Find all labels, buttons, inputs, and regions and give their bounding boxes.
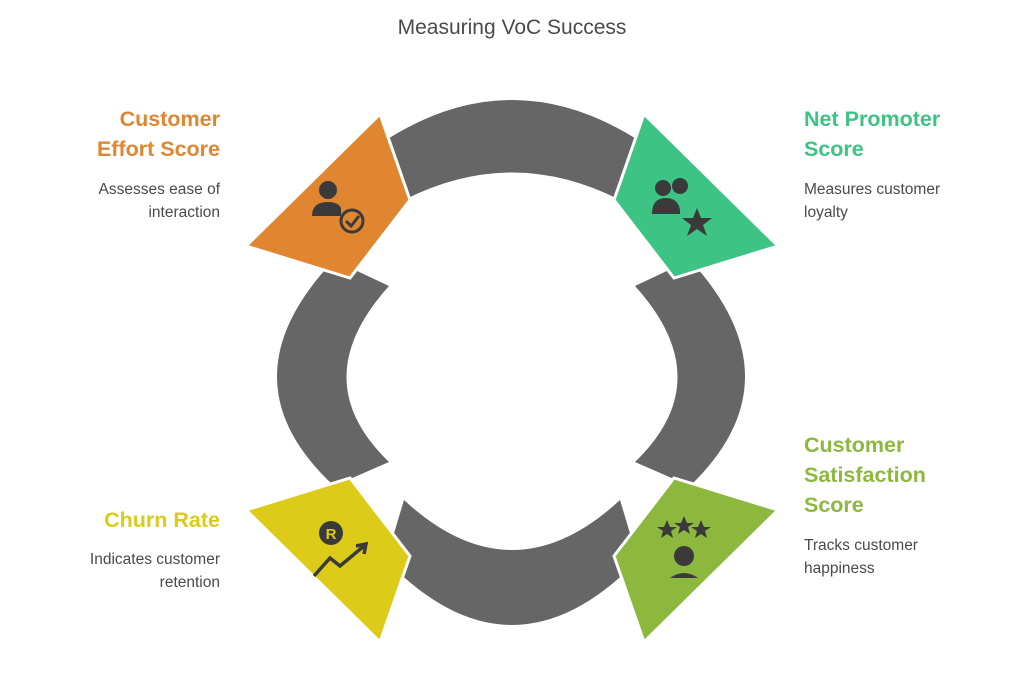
users-star-icon: [652, 178, 712, 236]
diagram-title: Measuring VoC Success: [397, 16, 627, 39]
nps-label-line2: Score: [804, 137, 864, 161]
churn-label-line1: Churn Rate: [104, 508, 220, 532]
nps-label-line1: Net Promoter: [804, 107, 941, 131]
ring-arc-bottom: [386, 500, 638, 625]
csat-desc-line2: happiness: [804, 560, 875, 577]
nps-desc-line1: Measures customer: [804, 181, 941, 198]
effort-desc: Assesses ease of interaction: [99, 178, 220, 224]
ring-arc-top: [386, 100, 638, 200]
effort-desc-line1: Assesses ease of: [98, 181, 220, 198]
effort-label-line1: Customer: [119, 107, 220, 131]
effort-label: Customer Effort Score: [97, 104, 220, 164]
revenue-trend-icon: R: [312, 521, 369, 578]
csat-desc: Tracks customer happiness: [804, 534, 918, 580]
segment-nps: [612, 111, 781, 280]
ring-arc-right: [635, 260, 745, 486]
svg-text:R: R: [326, 526, 337, 543]
effort-desc-line2: interaction: [148, 204, 220, 221]
ring-arcs: [277, 100, 745, 625]
nps-label: Net Promoter Score: [804, 104, 940, 164]
csat-label: Customer Satisfaction Score: [804, 430, 926, 520]
segment-csat-shape: [612, 476, 781, 645]
csat-label-line2: Satisfaction: [804, 463, 926, 487]
person-stars-icon: [657, 516, 711, 578]
churn-desc: Indicates customer retention: [90, 548, 220, 594]
churn-label: Churn Rate: [104, 505, 220, 535]
csat-label-line3: Score: [804, 493, 864, 517]
churn-desc-line2: retention: [159, 574, 220, 591]
segment-effort: [243, 111, 412, 280]
effort-label-line2: Effort Score: [96, 137, 220, 161]
ring-arc-left: [277, 260, 389, 486]
csat-label-line1: Customer: [804, 433, 905, 457]
segment-csat: [612, 476, 781, 645]
nps-desc-line2: loyalty: [804, 204, 848, 221]
segment-churn: R: [243, 476, 412, 645]
churn-desc-line1: Indicates customer: [89, 551, 220, 568]
nps-desc: Measures customer loyalty: [804, 178, 940, 224]
segment-nps-shape: [612, 111, 781, 280]
csat-desc-line1: Tracks customer: [804, 537, 918, 554]
user-check-icon: [312, 181, 365, 234]
